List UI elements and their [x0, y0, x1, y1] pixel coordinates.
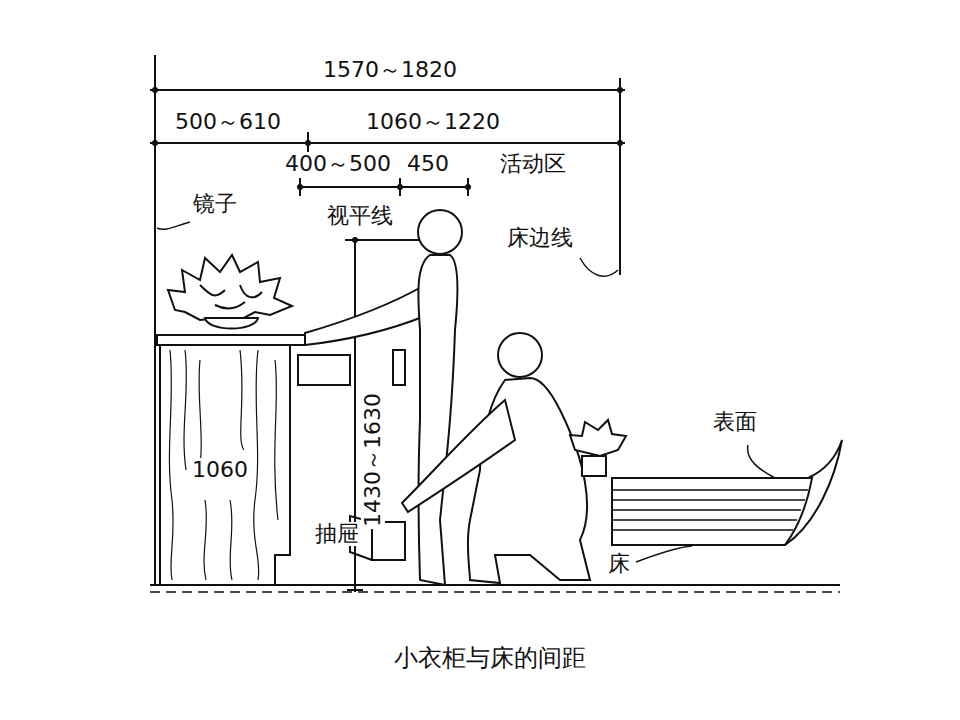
drawing-stroke [393, 350, 405, 385]
part-label: 表面 [711, 410, 759, 434]
drawing-stroke [498, 333, 542, 377]
part-label: 床 [606, 552, 632, 576]
drawing-stroke [205, 318, 258, 329]
drawing-stroke [152, 87, 158, 93]
drawing-stroke [184, 350, 186, 470]
floor-line [150, 585, 840, 592]
drawing-stroke [352, 237, 358, 243]
drawing-stroke [418, 255, 457, 585]
drawing-stroke [465, 184, 471, 190]
zone-label: 活动区 [498, 152, 568, 176]
cabinet [157, 335, 405, 585]
drawing-stroke [617, 140, 623, 146]
dimension-lines [150, 55, 625, 592]
dimension-text: 1430～1630 [361, 391, 385, 529]
drawing-stroke [402, 400, 515, 512]
wood-grain [169, 350, 278, 580]
drawing-stroke [152, 140, 158, 146]
line-label: 视平线 [325, 204, 395, 228]
dimension-text: 400～500 [283, 152, 393, 176]
drawing-stroke [160, 345, 290, 585]
line-label: 床边线 [505, 226, 575, 250]
drawing-stroke [168, 255, 292, 320]
crouching-figure [402, 333, 590, 583]
drawing-stroke [298, 186, 470, 188]
drawing-stroke [785, 440, 842, 545]
drawing-stroke [748, 445, 775, 478]
drawing-stroke [150, 591, 840, 593]
dimension-text: 500～610 [173, 110, 283, 134]
drawing-stroke [154, 55, 156, 585]
drawing-stroke [157, 335, 305, 345]
dimension-text: 1060～1220 [364, 110, 502, 134]
dimension-text: 450 [405, 152, 451, 176]
drawing-stroke [150, 89, 625, 91]
drawing-stroke [636, 546, 692, 562]
drawing-stroke [617, 87, 623, 93]
standing-figure [305, 210, 462, 585]
drawing-stroke [397, 184, 403, 190]
part-label: 抽屉 [313, 522, 361, 546]
drawing-stroke [298, 355, 350, 385]
drawing-stroke [169, 350, 173, 580]
drawing-stroke [200, 285, 262, 308]
drawing-stroke [275, 360, 278, 520]
drawing-stroke [305, 285, 425, 345]
drawing-stroke [150, 142, 625, 144]
drawing-stroke [240, 350, 244, 450]
drawing-stroke [254, 350, 259, 580]
drawing-stroke [582, 456, 606, 476]
drawing-stroke [297, 184, 303, 190]
figure-caption: 小衣柜与床的间距 [392, 645, 588, 671]
plant [168, 255, 292, 329]
drawing-stroke [305, 140, 311, 146]
dimension-text: 1570～1820 [321, 58, 459, 82]
drawing-stroke [612, 490, 808, 530]
drawing-stroke [230, 500, 232, 580]
drawing-stroke [418, 210, 462, 254]
drawing-stroke [347, 589, 363, 591]
bed [612, 440, 842, 545]
drawing-stroke [204, 500, 206, 580]
drawing-stroke [619, 78, 621, 275]
dimension-ticks [152, 87, 623, 243]
nightstand-plant [570, 420, 626, 476]
drawing-stroke [468, 378, 590, 583]
drawing-stroke [157, 222, 190, 229]
drawing-stroke [570, 420, 626, 456]
dimension-text: 1060 [190, 458, 250, 482]
part-label: 镜子 [191, 192, 239, 216]
drawing-stroke [612, 478, 812, 545]
drawing-stroke [580, 258, 618, 276]
